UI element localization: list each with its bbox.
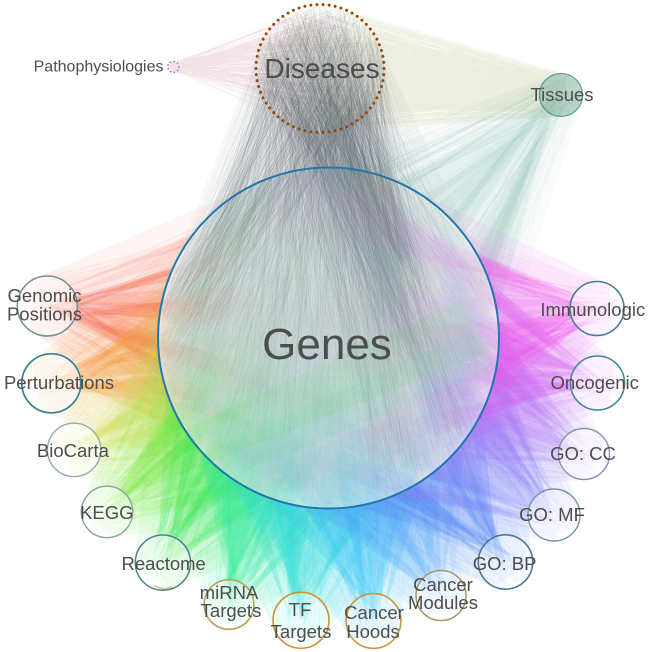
svg-text:Targets: Targets [201, 600, 262, 621]
svg-text:Reactome: Reactome [122, 553, 206, 574]
svg-text:GO: BP: GO: BP [473, 553, 537, 574]
svg-text:Genes: Genes [262, 320, 392, 369]
svg-text:Oncogenic: Oncogenic [550, 372, 638, 393]
svg-text:Genomic: Genomic [7, 285, 81, 306]
svg-text:GO: MF: GO: MF [519, 504, 585, 525]
svg-text:Pathophysiologies: Pathophysiologies [34, 59, 164, 76]
svg-text:Modules: Modules [408, 592, 478, 613]
svg-text:Tissues: Tissues [530, 84, 593, 105]
svg-text:Cancer: Cancer [344, 602, 404, 623]
svg-text:Immunologic: Immunologic [540, 299, 645, 320]
svg-text:Targets: Targets [271, 621, 332, 642]
svg-text:Diseases: Diseases [264, 53, 379, 84]
svg-text:Perturbations: Perturbations [4, 372, 114, 393]
svg-text:KEGG: KEGG [80, 502, 133, 523]
svg-text:Cancer: Cancer [413, 574, 473, 595]
svg-text:Positions: Positions [7, 304, 82, 325]
svg-text:GO: CC: GO: CC [550, 443, 616, 464]
svg-text:Hoods: Hoods [346, 621, 399, 642]
svg-text:BioCarta: BioCarta [37, 440, 110, 461]
svg-text:miRNA: miRNA [200, 582, 259, 603]
svg-text:TF: TF [289, 599, 312, 620]
